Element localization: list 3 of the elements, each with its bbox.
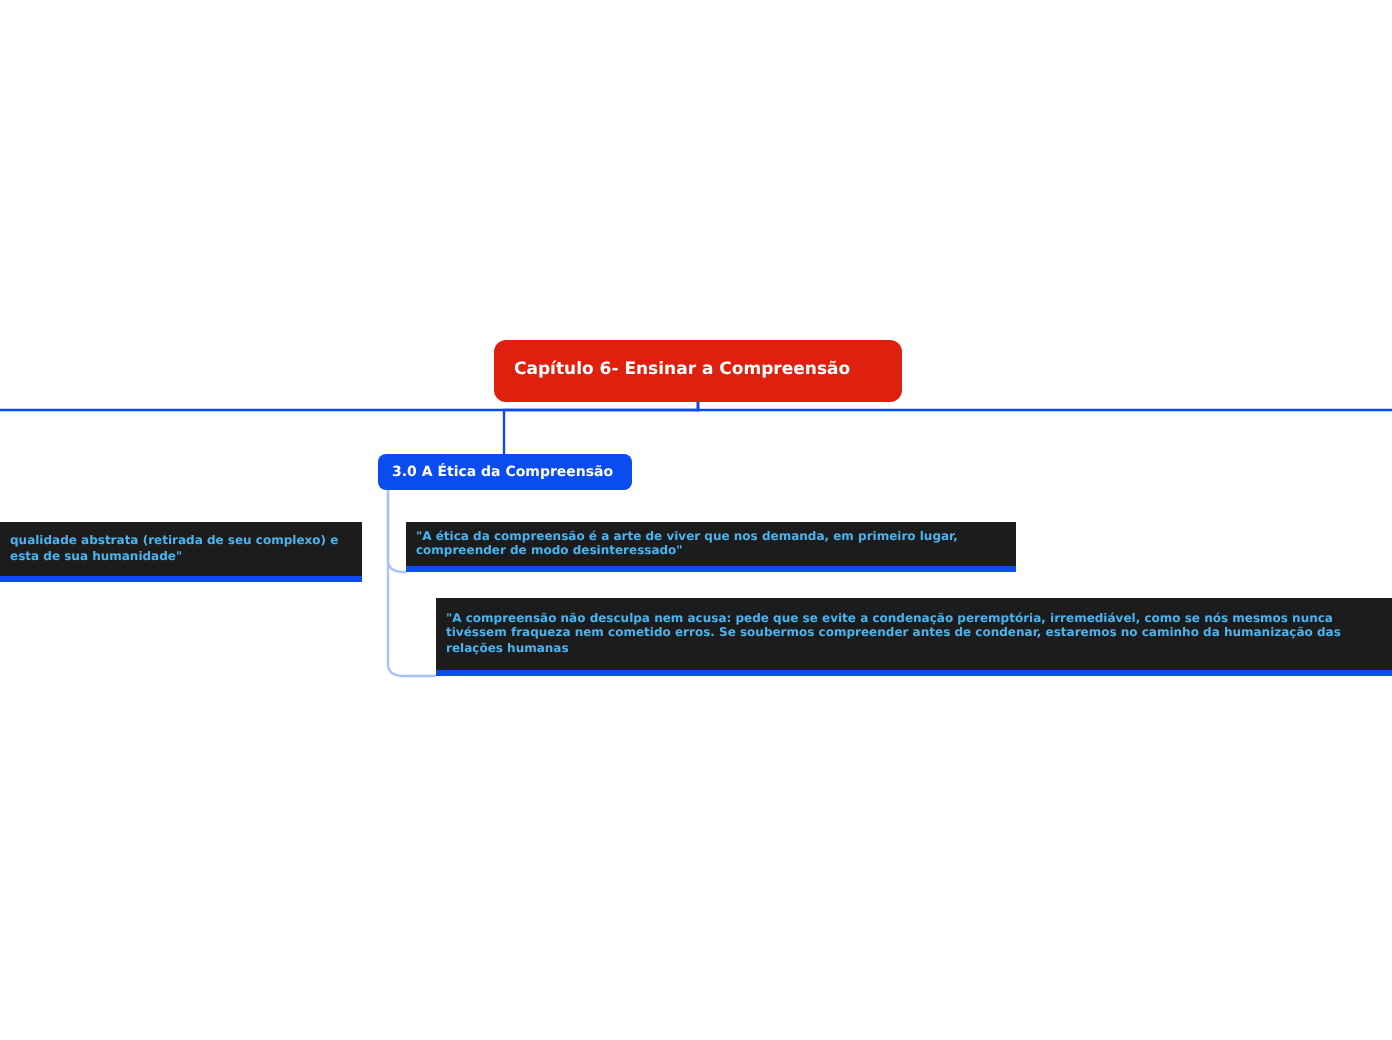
connector-line xyxy=(502,402,700,454)
central-topic: Capítulo 6- Ensinar a Compreensão xyxy=(494,340,902,402)
connector-line xyxy=(386,490,436,678)
